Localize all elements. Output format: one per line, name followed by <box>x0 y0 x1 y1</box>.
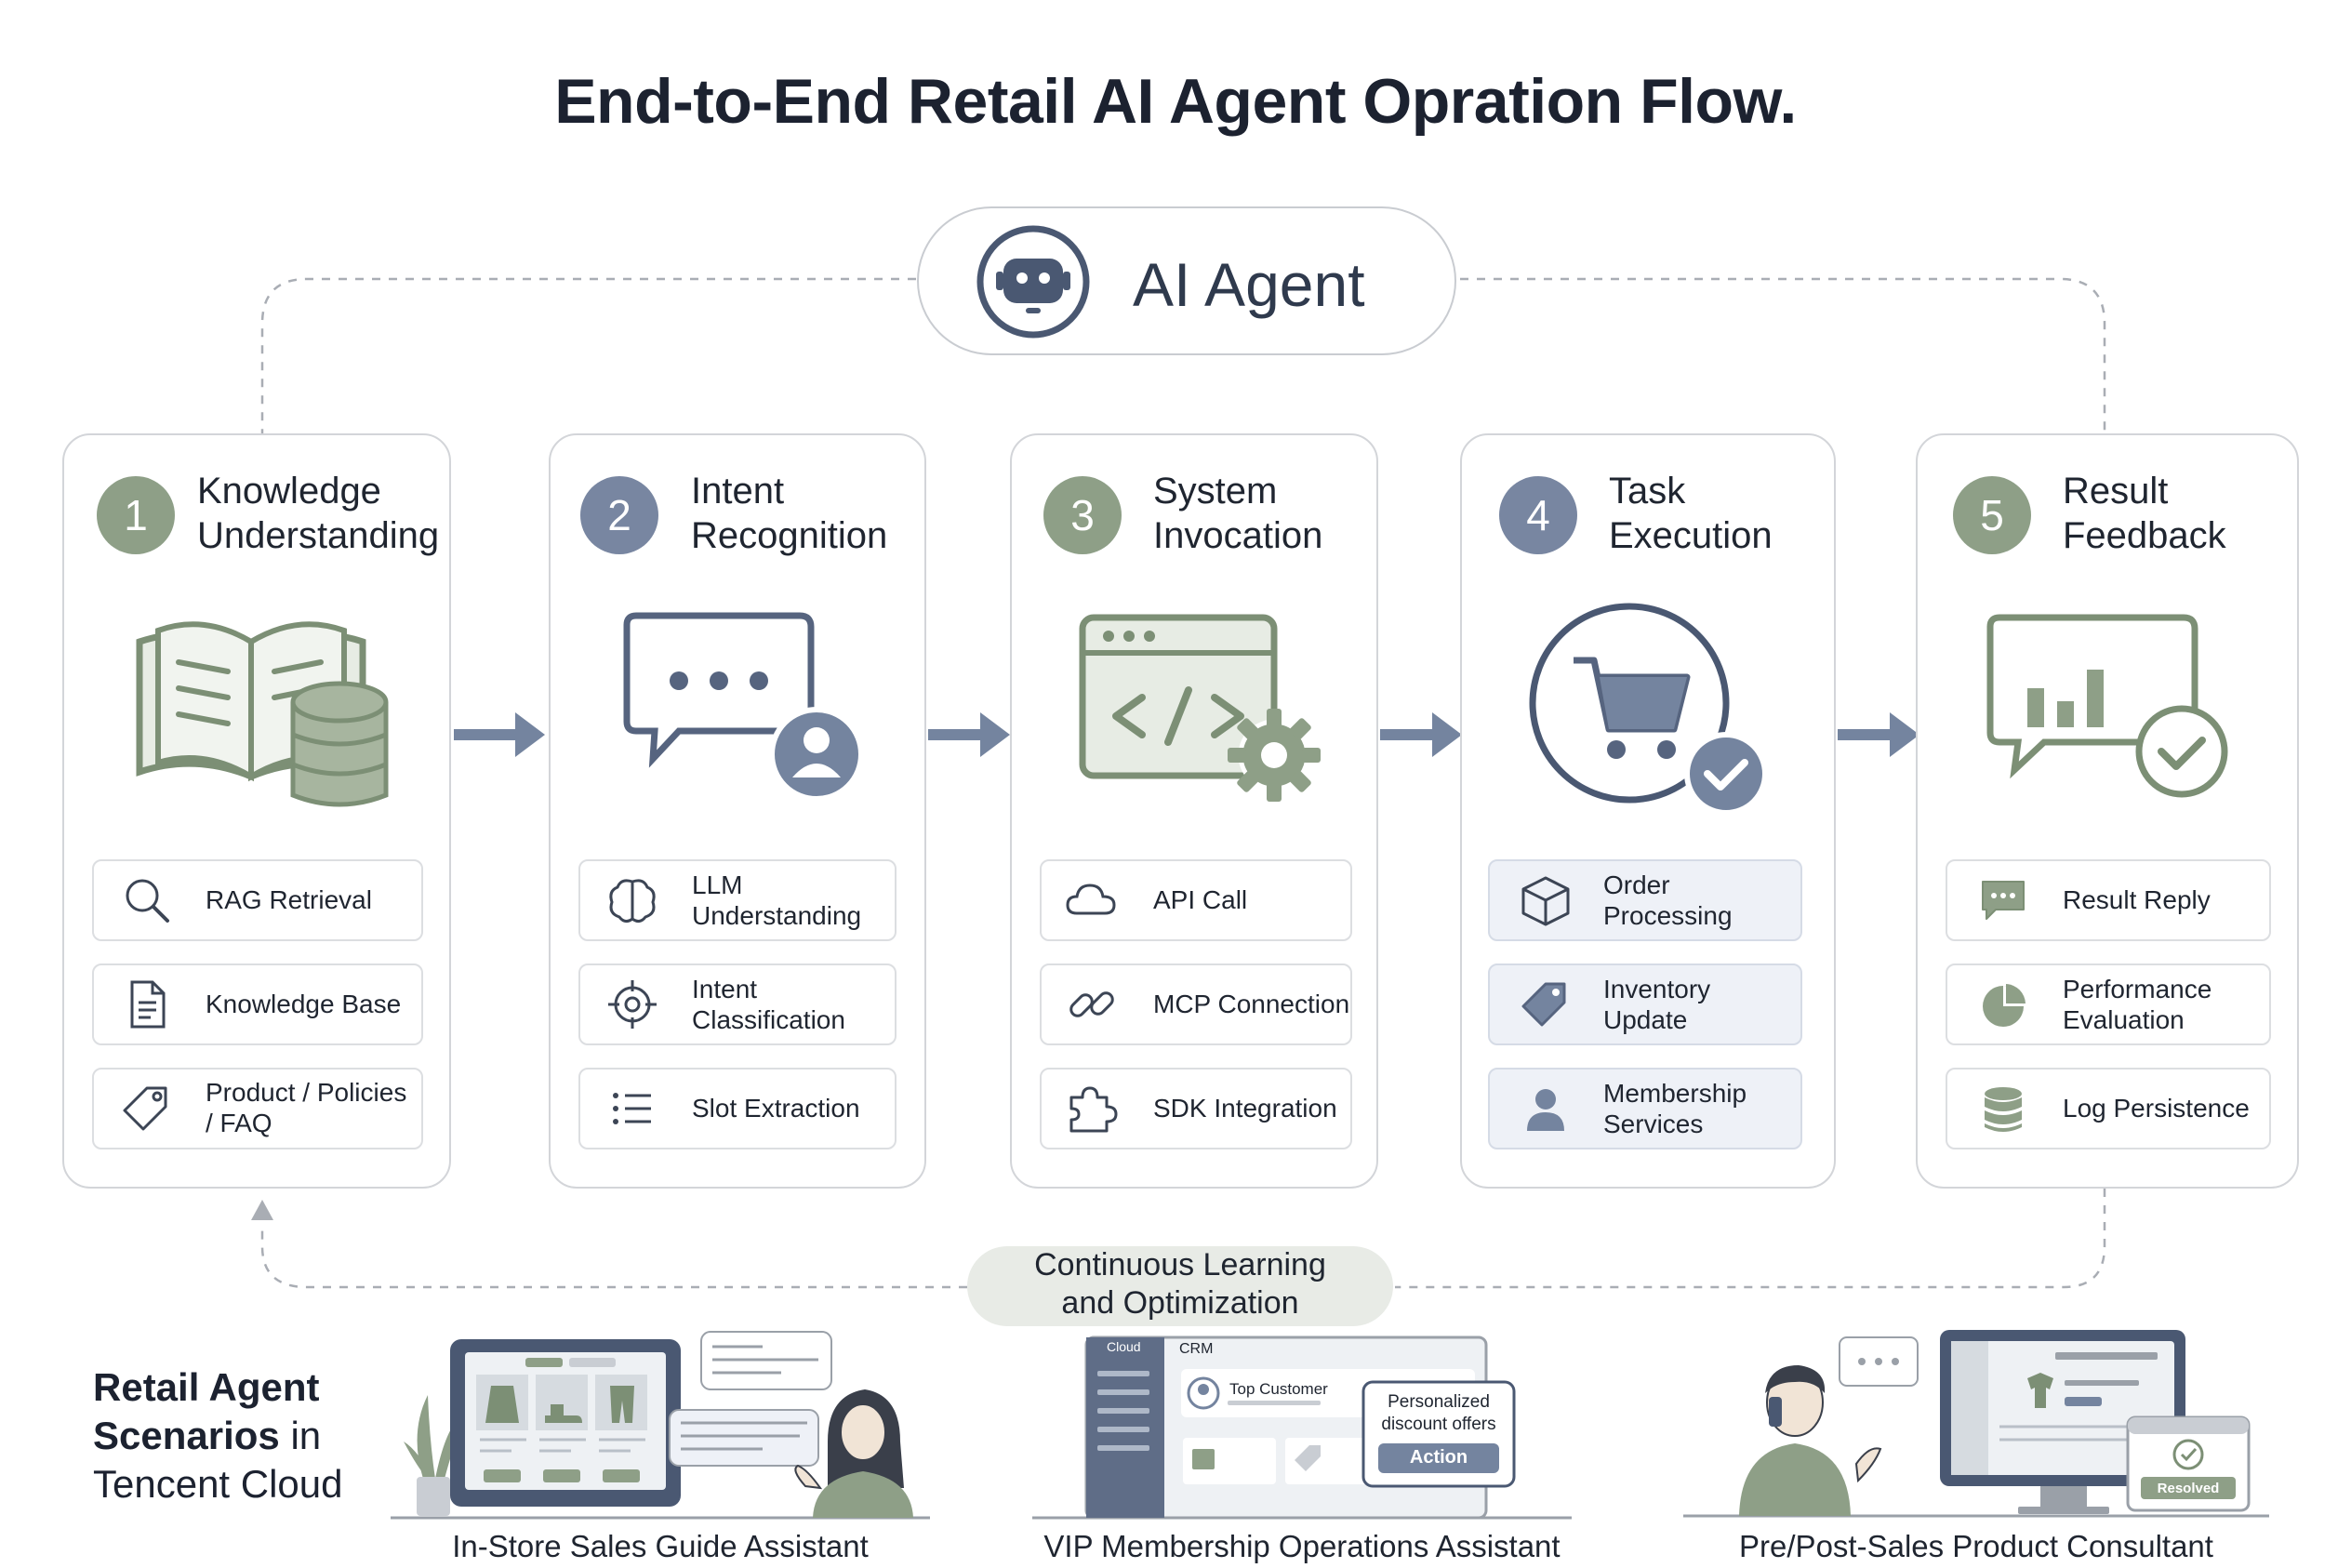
search-icon <box>126 879 169 923</box>
chat-icon <box>1982 881 2025 920</box>
target-icon <box>608 980 657 1029</box>
pie-chart-icon <box>1983 984 2026 1027</box>
loop-arrowhead <box>251 1200 273 1220</box>
item-label: API Call <box>1153 885 1248 914</box>
box-icon <box>1521 876 1570 926</box>
crm-top-customer: Top Customer <box>1229 1380 1328 1398</box>
in-store-sales-illustration <box>391 1331 930 1520</box>
bottom-right-connector <box>1395 1189 2106 1289</box>
stage-number: 1 <box>97 476 175 554</box>
tag-icon <box>123 1086 167 1131</box>
stage-system-invocation <box>1010 433 1378 1189</box>
product-consultant-illustration <box>1683 1330 2269 1518</box>
scenarios-heading: Retail Agent Scenarios in Tencent Cloud <box>93 1365 343 1506</box>
price-tag-icon <box>1521 982 1566 1027</box>
open-book-database-icon <box>136 621 389 807</box>
shopping-cart-check-icon <box>1529 603 1768 816</box>
stage-number: 4 <box>1499 476 1577 554</box>
chat-user-icon <box>623 612 864 802</box>
stage-number: 5 <box>1953 476 2031 554</box>
item-label: Slot Extraction <box>692 1094 860 1123</box>
item-label: Product / Policies/ FAQ <box>206 1078 407 1137</box>
list-icon <box>613 1093 651 1124</box>
flow-arrow-4 <box>1838 712 1919 757</box>
item-order-processing <box>1488 859 1802 941</box>
link-icon <box>1069 991 1114 1017</box>
top-left-connector <box>260 277 916 433</box>
crm-action-button[interactable]: Action <box>1409 1447 1468 1468</box>
cloud-icon <box>1066 884 1116 915</box>
item-label: Log Persistence <box>2063 1094 2250 1123</box>
item-label: RAG Retrieval <box>206 885 372 914</box>
puzzle-icon <box>1069 1086 1118 1133</box>
item-intent-classification <box>578 963 897 1045</box>
assistant-person <box>794 1389 913 1518</box>
user-icon <box>1527 1089 1564 1131</box>
item-product-policies-faq <box>92 1068 423 1149</box>
stage-number: 3 <box>1043 476 1122 554</box>
database-icon <box>1985 1087 2022 1132</box>
consultant-person <box>1739 1365 1882 1516</box>
document-icon <box>130 980 166 1029</box>
crm-tab: CRM <box>1179 1341 1214 1357</box>
item-label: SDK Integration <box>1153 1094 1337 1123</box>
item-sdk-integration <box>1040 1068 1352 1149</box>
item-label: MCP Connection <box>1153 990 1350 1018</box>
flow-arrow-1 <box>454 712 545 757</box>
scenario-caption-3: Pre/Post-Sales Product Consultant <box>1739 1529 2213 1563</box>
resolved-badge: Resolved <box>2157 1481 2220 1496</box>
stage-intent-recognition <box>549 433 926 1189</box>
scenario-caption-2: VIP Membership Operations Assistant <box>1043 1529 1561 1563</box>
stage-knowledge-understanding <box>62 433 451 1189</box>
continuous-learning-pill <box>967 1246 1393 1326</box>
item-rag-retrieval <box>92 859 423 941</box>
item-membership-services <box>1488 1068 1802 1149</box>
page-title: End-to-End Retail AI Agent Opration Flow… <box>554 66 1797 137</box>
stage-result-feedback <box>1916 433 2299 1189</box>
flow-arrow-2 <box>928 712 1010 757</box>
item-knowledge-base <box>92 963 423 1045</box>
scenario-caption-1: In-Store Sales Guide Assistant <box>452 1529 869 1563</box>
crm-brand: Cloud <box>1107 1339 1141 1354</box>
top-right-connector <box>1460 277 2106 433</box>
brain-icon <box>609 879 656 924</box>
stage-number: 2 <box>580 476 658 554</box>
code-window-gear-icon <box>1079 614 1321 802</box>
item-api-call <box>1040 859 1352 941</box>
chat-chart-check-icon <box>1986 614 2228 798</box>
ai-agent-label: AI Agent <box>1133 250 1365 319</box>
bottom-left-connector <box>260 1224 967 1289</box>
item-label: Knowledge Base <box>206 990 402 1018</box>
item-label: Result Reply <box>2063 885 2211 914</box>
stage-task-execution <box>1460 433 1836 1189</box>
flow-arrow-3 <box>1380 712 1462 757</box>
robot-icon <box>976 225 1090 339</box>
vip-crm-illustration <box>1032 1335 1572 1520</box>
